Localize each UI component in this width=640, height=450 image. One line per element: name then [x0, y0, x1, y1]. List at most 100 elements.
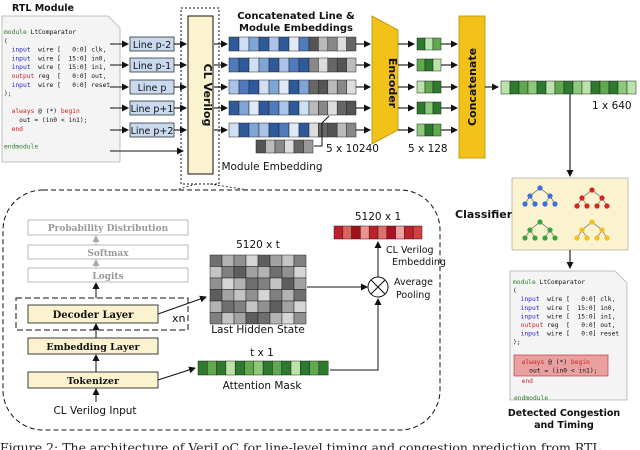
decision-tree-icon — [522, 185, 558, 207]
dim-5x10240: 5 x 10240 — [326, 143, 379, 155]
line-to-verilog-arrows — [174, 40, 187, 134]
embedding-cell — [238, 79, 250, 95]
embedding-cell — [288, 79, 300, 95]
rtl-code-line: end — [4, 126, 23, 133]
cl-embedding-cell — [386, 225, 396, 240]
hidden-cell — [257, 312, 271, 325]
concat-cell — [545, 80, 556, 95]
embedding-cell — [288, 122, 300, 138]
embedding-cell — [298, 36, 310, 52]
detected-code-panel: module LtComparator( input wire [ 0:0] c… — [509, 270, 628, 402]
hidden-cell — [257, 277, 271, 290]
probability-distribution-box — [27, 219, 189, 236]
module-embedding-label: Module Embedding — [221, 161, 322, 173]
hidden-cell — [269, 312, 283, 325]
hidden-cell — [281, 254, 295, 267]
embedding-cell — [228, 100, 240, 116]
encoded-cell — [416, 101, 426, 115]
cl-embedding-cell — [360, 225, 370, 240]
mask-dim-label: t x 1 — [250, 347, 274, 359]
concatenate-label: Concatenate — [466, 48, 479, 126]
embedding-label-line2: Embedding — [392, 257, 446, 268]
embedding-cell — [228, 122, 240, 138]
module-embedding-cell — [318, 57, 329, 73]
embedding-cell — [258, 36, 270, 52]
embedding-cell — [298, 100, 310, 116]
module-embedding-cell — [303, 139, 314, 154]
hidden-cell — [233, 266, 247, 279]
embedding-layer-label: Embedding Layer — [46, 342, 140, 353]
detected-label-line1: Detected Congestion — [508, 408, 621, 419]
embedding-cell — [248, 36, 260, 52]
average-pooling-line2: Pooling — [396, 290, 430, 301]
attention-mask-strip — [197, 360, 329, 376]
embedding-cell — [238, 100, 250, 116]
mask-cell — [253, 360, 264, 376]
hidden-cell — [209, 312, 223, 325]
zoom-connector-left — [175, 183, 197, 191]
hidden-cell — [245, 254, 259, 267]
cl-embedding-cell — [412, 225, 423, 240]
module-embedding-cell — [336, 122, 347, 138]
softmax-label: Softmax — [87, 249, 129, 259]
cl-verilog-label: CL Verilog — [201, 64, 214, 127]
module-embedding-cell — [308, 36, 319, 52]
rtl-module-title: RTL Module — [12, 3, 74, 14]
detected-code-line: end — [514, 378, 533, 385]
line-box-label: Line p-2 — [133, 40, 171, 51]
cl-verilog-detail-frame — [2, 189, 441, 431]
decoder-to-hidden-arrow — [157, 295, 207, 315]
dim-1x640: 1 x 640 — [592, 100, 632, 112]
last-hidden-state-grid — [209, 254, 307, 325]
module-embedding-cell — [336, 79, 347, 95]
hidden-cell — [221, 312, 235, 325]
encoded-cell — [416, 80, 426, 94]
dim-5x128: 5 x 128 — [408, 143, 448, 155]
logits-box — [27, 267, 189, 283]
cl-embedding-cell — [395, 225, 405, 240]
cl-embedding-cell — [404, 225, 414, 240]
module-embedding-cell — [346, 100, 357, 116]
module-embedding-cell — [346, 122, 357, 138]
encoded-cell — [416, 123, 426, 137]
concat-cell — [554, 80, 565, 95]
concatenated-vector — [500, 80, 637, 95]
module-embedding-cell — [318, 100, 329, 116]
hidden-cell — [257, 254, 271, 267]
embedding-cell — [238, 57, 250, 73]
cl-verilog-embedding-strip — [333, 225, 423, 240]
detected-code-line: module LtComparator — [513, 279, 585, 286]
hidden-cell — [269, 300, 283, 313]
embedding-cell — [288, 100, 300, 116]
concat-cell — [527, 80, 538, 95]
concat-title-line1: Concatenated Line & — [237, 11, 355, 22]
module-embedding-cell — [284, 139, 295, 154]
encoded-cell — [432, 123, 442, 137]
encoded-cell — [432, 80, 442, 94]
embedding-cell — [248, 57, 260, 73]
hidden-cell — [233, 289, 247, 302]
embedding-cell — [298, 79, 310, 95]
detected-highlight-line: out = (in0 < in1); — [514, 368, 597, 375]
line-box-label: Line p+1 — [131, 104, 174, 115]
module-embedding-cell — [308, 57, 319, 73]
hidden-cell — [245, 300, 259, 313]
hidden-cell — [281, 277, 295, 290]
embedding-cell — [268, 79, 280, 95]
module-embedding-cell — [308, 122, 319, 138]
concat-title-line2: Module Embeddings — [239, 23, 353, 34]
hidden-cell — [245, 266, 259, 279]
hidden-cell — [293, 312, 307, 325]
mask-cell — [225, 360, 236, 376]
embedding-cell — [248, 100, 260, 116]
concatenate-block — [458, 15, 486, 159]
rtl-code-lines: module LtComparator( input wire [ 0:0] c… — [4, 29, 110, 150]
detected-code-line: input wire [ 0:0] clk, — [513, 296, 615, 303]
module-embedding-cell — [336, 100, 347, 116]
rtl-code-line: always @ (*) begin — [4, 108, 80, 115]
hidden-cell — [209, 254, 223, 267]
embedding-cell — [228, 36, 240, 52]
hidden-cell — [257, 266, 271, 279]
attention-mask-label: Attention Mask — [223, 380, 303, 392]
